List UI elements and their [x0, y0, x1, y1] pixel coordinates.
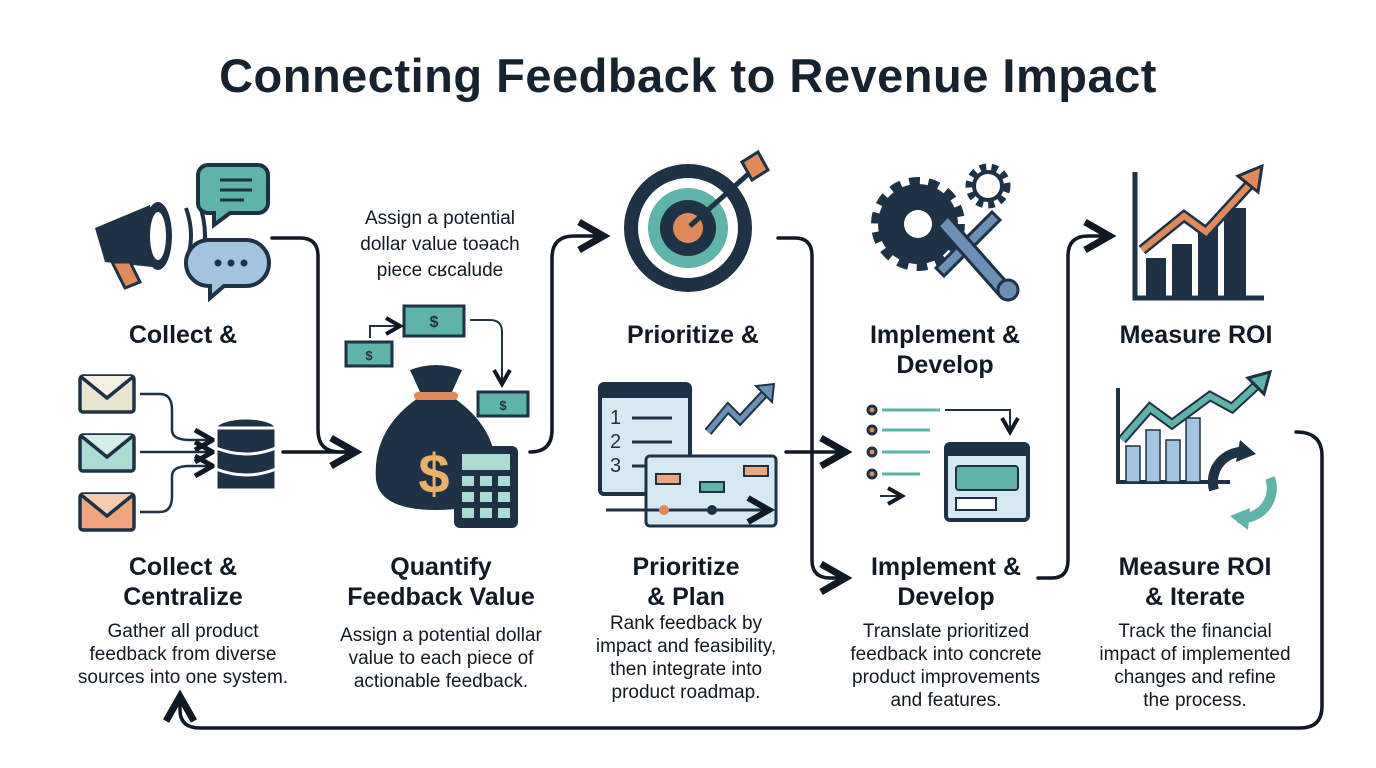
trend-up-icon	[704, 382, 776, 435]
calculator-icon	[454, 446, 518, 528]
annotation-line: piece cʁcalude	[376, 260, 504, 281]
top-label-collect: Collect &	[128, 321, 238, 349]
megaphone-icon	[95, 199, 207, 290]
arrow-quantify-to-prioritize	[528, 236, 600, 454]
label-line: Implement &	[869, 321, 1021, 349]
browser-window-icon	[944, 442, 1030, 522]
top-label-prioritize: Prioritize &	[627, 321, 759, 349]
svg-text:2: 2	[610, 431, 621, 453]
svg-text:$: $	[365, 348, 373, 363]
step-implement-develop: Implement &Develop Translate prioritized…	[826, 552, 1066, 712]
step-title: Prioritize& Plan	[632, 553, 740, 611]
svg-text:$: $	[499, 398, 507, 413]
money-bills-icon: $ $ $	[344, 304, 530, 418]
svg-text:1: 1	[610, 407, 621, 429]
wrench-screwdriver-icon	[933, 209, 1020, 302]
page-title: Connecting Feedback to Revenue Impact	[219, 49, 1157, 102]
code-lines-icon	[866, 404, 1010, 496]
chat-ellipsis-icon	[183, 238, 271, 303]
roadmap-board-icon	[606, 454, 778, 528]
top-label-measure: Measure ROI	[1119, 321, 1273, 349]
step-title: Implement &Develop	[870, 553, 1022, 611]
bar-chart-growth-icon	[1132, 163, 1264, 301]
source-arrows	[140, 392, 210, 514]
target-icon	[624, 149, 771, 292]
growth-cycle-icon	[1116, 369, 1277, 530]
svg-text:$: $	[430, 314, 439, 331]
step-title: Collect &Centralize	[123, 553, 243, 611]
annotation-line: Assign a potential	[365, 208, 515, 229]
chat-bubble-icon	[196, 163, 270, 229]
value-annotation: Assign a potential dollar value toəach p…	[340, 206, 540, 284]
top-label-implement: Implement & Develop	[845, 320, 1045, 380]
gears-icon	[871, 163, 1011, 271]
step-title: Measure ROI& Iterate	[1118, 553, 1272, 611]
label-line: Develop	[896, 351, 994, 379]
step-measure-iterate: Measure ROI& Iterate Track the financial…	[1080, 552, 1310, 712]
svg-text:$: $	[418, 442, 449, 505]
loop-back-arrow	[180, 430, 1324, 730]
database-icon	[214, 416, 278, 492]
arrow-prioritize-to-implement	[776, 236, 842, 578]
arrow-implement-to-measure	[1036, 236, 1106, 580]
annotation-line: dollar value toəach	[360, 234, 520, 255]
svg-text:3: 3	[610, 455, 621, 477]
envelope-icons	[78, 374, 136, 532]
